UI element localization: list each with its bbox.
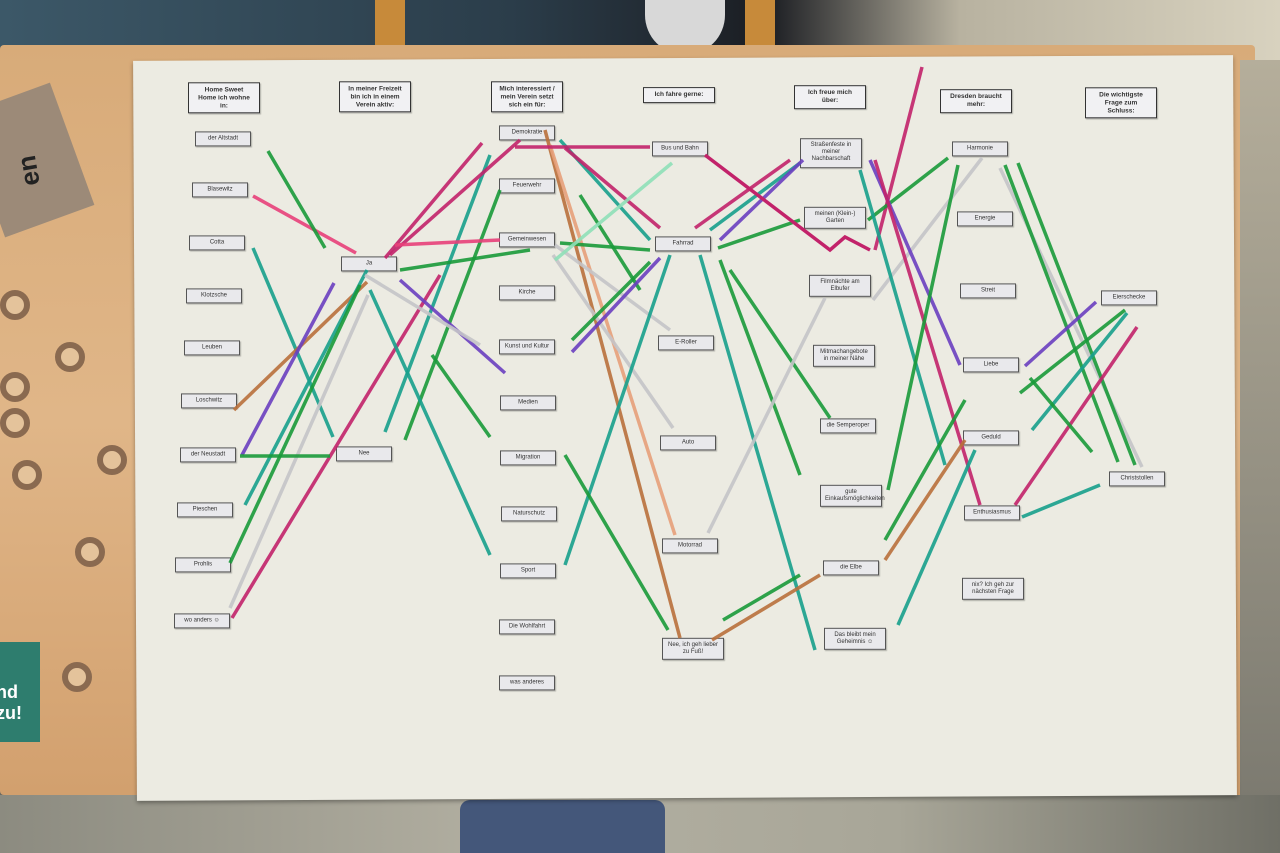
background-wall (1240, 60, 1280, 800)
answer-label: was anderes (499, 675, 555, 691)
tape-roll (62, 662, 92, 692)
tape-roll (0, 372, 30, 402)
answer-label: Eierschecke (1101, 290, 1157, 306)
green-card: nd zu! (0, 642, 40, 742)
answer-label: Die Wohlfahrt (499, 619, 555, 635)
answer-label: Loschwitz (181, 393, 237, 409)
answer-label: Sport (500, 563, 556, 579)
answer-label: Enthusiasmus (964, 505, 1020, 521)
answer-label: Prohlis (175, 557, 231, 573)
tape-roll (75, 537, 105, 567)
answer-label: Harmonie (952, 141, 1008, 157)
answer-label: der Altstadt (195, 131, 251, 147)
answer-label: Geduld (963, 430, 1019, 446)
answer-label: meinen (Klein-) Garten (804, 206, 866, 230)
column-header: In meiner Freizeit bin ich in einem Vere… (339, 81, 411, 113)
answer-label: gute Einkaufsmöglichkeiten (820, 484, 885, 508)
column-header: Ich freue mich über: (794, 85, 866, 109)
answer-label: Klotzsche (186, 288, 242, 304)
answer-label: Leuben (184, 340, 240, 356)
answer-label: Auto (660, 435, 716, 451)
column-header: Dresden braucht mehr: (940, 89, 1012, 113)
person-legs (460, 800, 665, 853)
answer-label: Bus und Bahn (652, 141, 708, 157)
answer-label: E-Roller (658, 335, 714, 351)
answer-label: die Elbe (823, 560, 879, 576)
answer-label: Nee (336, 446, 392, 462)
answer-label: Ja (341, 256, 397, 272)
answer-label: Gemeinwesen (499, 232, 555, 248)
answer-label: die Semperoper (820, 418, 876, 434)
answer-label: Naturschutz (501, 506, 557, 522)
poster (133, 55, 1237, 801)
tape-roll (0, 408, 30, 438)
answer-label: Straßenfeste in meiner Nachbarschaft (800, 138, 862, 168)
answer-label: nix? Ich geh zur nächsten Frage (962, 577, 1024, 601)
answer-label: Energie (957, 211, 1013, 227)
answer-label: Motorrad (662, 538, 718, 554)
answer-label: Demokratie (499, 125, 555, 141)
answer-label: Das bleibt mein Geheimnis ☺ (824, 627, 886, 651)
answer-label: Migration (500, 450, 556, 466)
tape-roll (0, 290, 30, 320)
answer-label: der Neustadt (180, 447, 236, 463)
column-header: Ich fahre gerne: (643, 87, 715, 103)
answer-label: Blasewitz (192, 182, 248, 198)
answer-label: Kirche (499, 285, 555, 301)
column-header: Home Sweet Home ich wohne in: (188, 82, 260, 114)
answer-label: Fahrrad (655, 236, 711, 252)
column-header: Mich interessiert / mein Verein setzt si… (491, 81, 563, 113)
tape-roll (97, 445, 127, 475)
answer-label: Medien (500, 395, 556, 411)
tape-roll (12, 460, 42, 490)
column-header: Die wichtigste Frage zum Schluss: (1085, 87, 1157, 119)
answer-label: Streit (960, 283, 1016, 299)
answer-label: Liebe (963, 357, 1019, 373)
answer-label: Nee, ich geh lieber zu Fuß! (662, 637, 724, 661)
answer-label: Filmnächte am Elbufer (809, 274, 871, 298)
answer-label: Kunst und Kultur (499, 339, 555, 355)
answer-label: wo anders ☺ (174, 613, 230, 629)
answer-label: Mitmachangebote in meiner Nähe (813, 344, 875, 368)
answer-label: Cotta (189, 235, 245, 251)
answer-label: Christstollen (1109, 471, 1165, 487)
answer-label: Feuerwehr (499, 178, 555, 194)
answer-label: Pieschen (177, 502, 233, 518)
tape-roll (55, 342, 85, 372)
